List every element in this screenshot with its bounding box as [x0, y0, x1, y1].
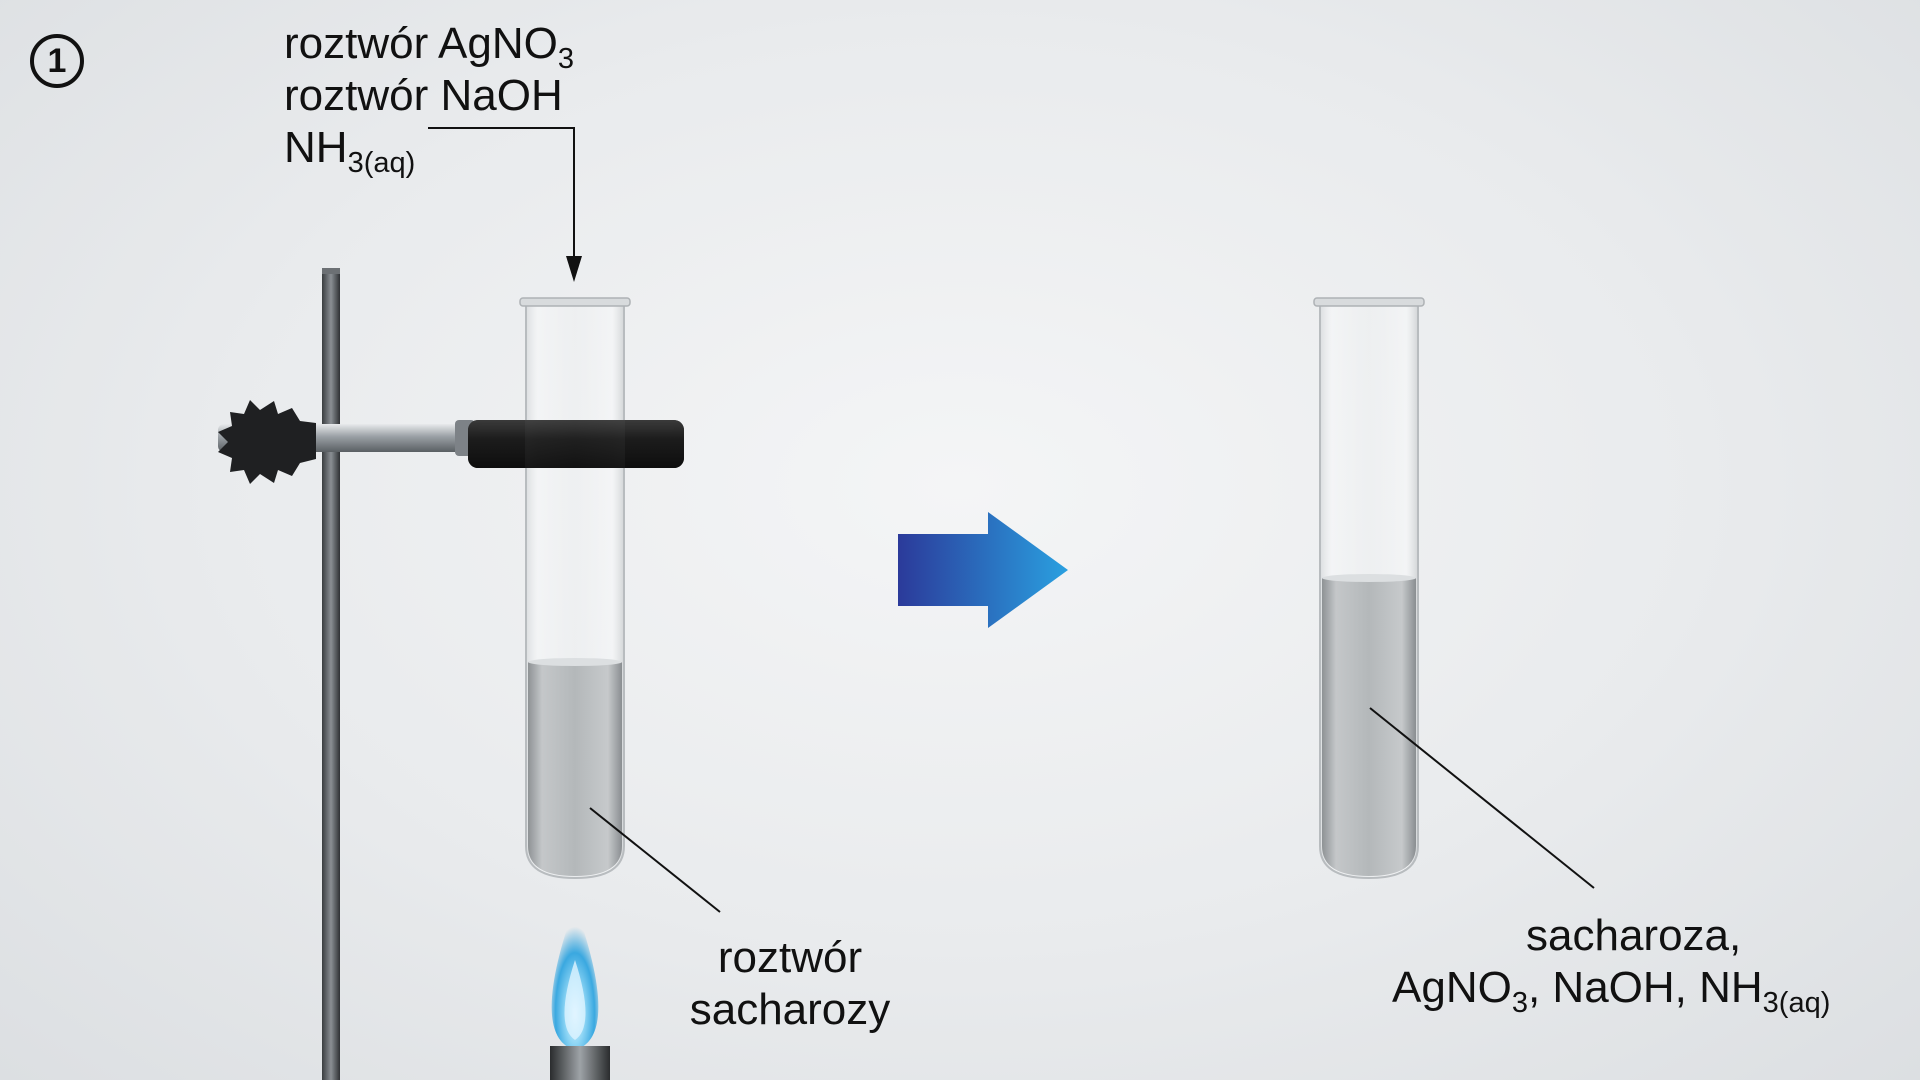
left-tube-label: roztwór sacharozy — [670, 932, 910, 1036]
left-tube-liquid — [528, 662, 622, 876]
reagent-line-nh3: NH3(aq) — [284, 123, 416, 179]
step-number: 1 — [47, 41, 67, 80]
reagent-pointer-arrow — [428, 127, 582, 282]
left-tube-label-line1: roztwór — [717, 933, 863, 982]
reagent-line-naoh: roztwór NaOH — [284, 71, 563, 120]
right-tube-label-line1: sacharoza, — [1526, 911, 1742, 960]
left-tube-label-line2: sacharozy — [689, 985, 891, 1034]
step-number-badge: 1 — [30, 34, 84, 88]
lab-stand-icon — [322, 268, 340, 1080]
reagent-line-agno3: roztwór AgNO3 — [284, 19, 575, 75]
burner-flame-icon — [550, 905, 610, 1080]
right-label-leader — [1369, 707, 1595, 889]
right-test-tube — [1313, 297, 1425, 880]
reaction-arrow-icon — [898, 512, 1068, 628]
right-tube-label-line2: AgNO3, NaOH, NH3(aq) — [1392, 963, 1831, 1019]
left-test-tube — [519, 297, 631, 880]
left-label-leader — [589, 807, 721, 913]
right-tube-liquid — [1322, 578, 1416, 876]
